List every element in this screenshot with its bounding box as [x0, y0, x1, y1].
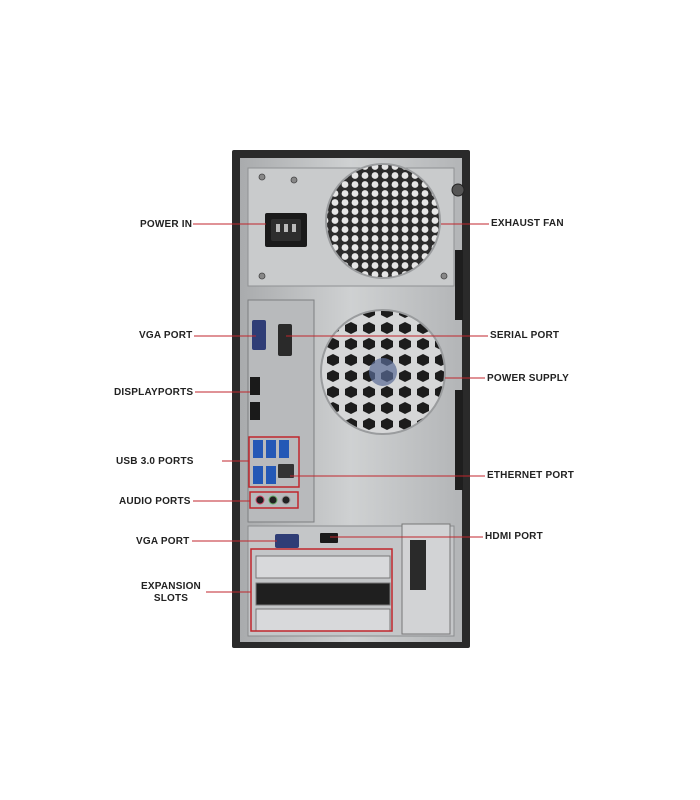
label-ethernet-port: ETHERNET PORT	[487, 470, 575, 481]
label-power-in: POWER IN	[140, 219, 193, 230]
power-inlet-icon	[265, 213, 307, 247]
label-exhaust-fan: EXHAUST FAN	[491, 218, 564, 229]
highlight-boxes	[248, 436, 393, 632]
label-usb30-ports: USB 3.0 PORTS	[116, 456, 194, 467]
label-vga-port-bottom: VGA PORT	[136, 536, 190, 547]
io-plate	[247, 299, 315, 523]
label-serial-port: SERIAL PORT	[490, 330, 560, 341]
label-displayports: DISPLAYPORTS	[114, 387, 194, 398]
power-supply-fan-grille	[320, 309, 446, 435]
label-expansion-line2: SLOTS	[153, 593, 189, 604]
label-hdmi-port: HDMI PORT	[485, 531, 543, 542]
expansion-area	[247, 523, 455, 637]
label-expansion-line1: EXPANSION	[141, 581, 201, 592]
label-expansion-slots: EXPANSION SLOTS	[138, 581, 204, 605]
exhaust-fan-grille	[325, 163, 441, 279]
label-audio-ports: AUDIO PORTS	[119, 496, 191, 507]
callout-lines	[192, 223, 489, 593]
label-power-supply: POWER SUPPLY	[487, 373, 570, 384]
label-vga-port-top: VGA PORT	[139, 330, 193, 341]
